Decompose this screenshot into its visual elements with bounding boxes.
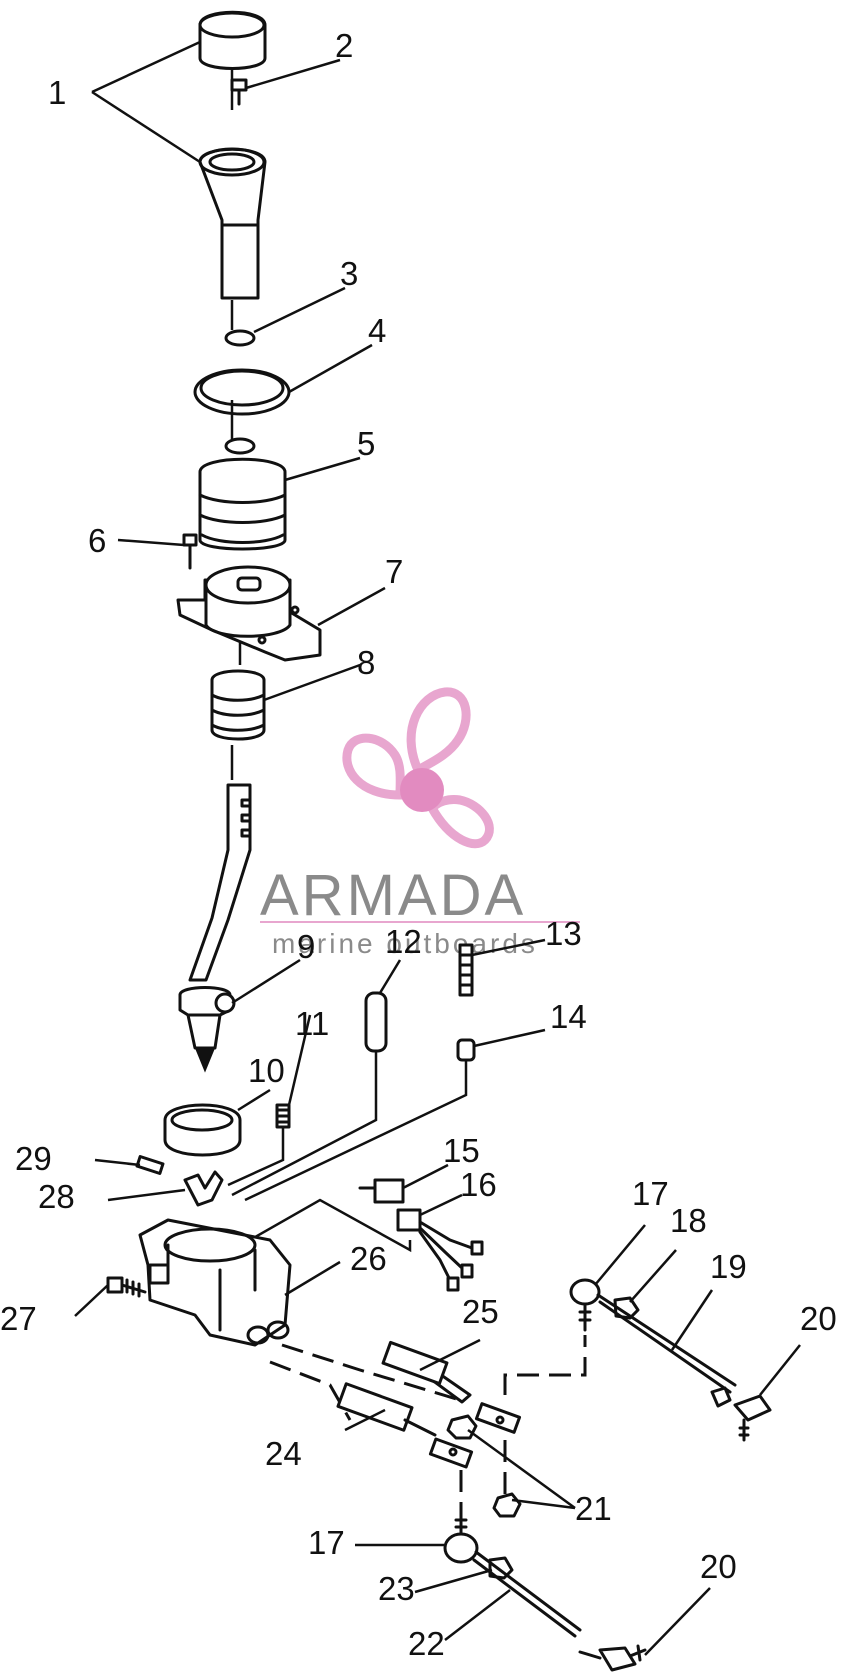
callout-25: 25 bbox=[462, 1293, 499, 1330]
part-2-screw bbox=[230, 78, 248, 106]
part-19-upper-rod bbox=[596, 1293, 737, 1394]
wire-routing bbox=[227, 1051, 468, 1253]
callout-17-lower: 17 bbox=[308, 1524, 345, 1561]
callout-19: 19 bbox=[710, 1248, 747, 1285]
callout-1: 1 bbox=[48, 74, 66, 111]
part-15-switch bbox=[358, 1178, 405, 1204]
callout-15: 15 bbox=[443, 1132, 480, 1169]
part-3-ring bbox=[224, 329, 256, 347]
callout-9: 9 bbox=[297, 928, 315, 965]
callout-20-lower: 20 bbox=[700, 1548, 737, 1585]
part-16-wire-harness bbox=[396, 1208, 484, 1292]
callout-26: 26 bbox=[350, 1240, 387, 1277]
part-17-upper-rod-end bbox=[569, 1278, 601, 1332]
callout-27: 27 bbox=[0, 1300, 37, 1337]
leader-lines bbox=[74, 40, 801, 1656]
part-26-housing bbox=[138, 1218, 292, 1347]
part-10-collar bbox=[163, 1103, 242, 1157]
callout-6: 6 bbox=[88, 522, 106, 559]
callout-3: 3 bbox=[340, 255, 358, 292]
part-8-bushing bbox=[210, 669, 266, 741]
watermark-brand: ARMADA bbox=[260, 863, 526, 928]
callout-20-upper: 20 bbox=[800, 1300, 837, 1337]
part-22-lower-rod bbox=[472, 1550, 582, 1638]
part-28-detent bbox=[183, 1170, 224, 1207]
callout-29: 29 bbox=[15, 1140, 52, 1177]
part-11-spring bbox=[275, 1103, 291, 1129]
dash-housing-24 bbox=[269, 1360, 352, 1421]
part-27-bolt bbox=[106, 1276, 147, 1298]
callout-21: 21 bbox=[575, 1490, 612, 1527]
part-13-stud bbox=[458, 943, 474, 997]
callout-28: 28 bbox=[38, 1178, 75, 1215]
part-12-pin bbox=[364, 991, 388, 1053]
part-14-connector bbox=[456, 1038, 476, 1062]
callout-5: 5 bbox=[357, 425, 375, 462]
callout-2: 2 bbox=[335, 27, 353, 64]
watermark-tagline: marine outboards bbox=[272, 928, 538, 959]
callout-13: 13 bbox=[545, 915, 582, 952]
part-1-handle-knob bbox=[198, 10, 267, 300]
callout-17-upper: 17 bbox=[632, 1175, 669, 1212]
part-20-upper-ball-joint bbox=[710, 1386, 772, 1442]
callout-23: 23 bbox=[378, 1570, 415, 1607]
watermark: ARMADA marine outboards bbox=[260, 687, 580, 959]
part-5-boot bbox=[198, 437, 287, 551]
part-29-pin bbox=[135, 1155, 165, 1175]
callout-labels: 1 2 3 4 5 6 7 8 9 10 11 12 13 14 15 16 1… bbox=[0, 27, 837, 1662]
part-20-lower-ball-joint bbox=[578, 1644, 647, 1672]
callout-8: 8 bbox=[357, 644, 375, 681]
part-25-cable bbox=[381, 1340, 522, 1434]
callout-18: 18 bbox=[670, 1202, 707, 1239]
callout-10: 10 bbox=[248, 1052, 285, 1089]
part-7-base-plate bbox=[176, 565, 322, 662]
watermark-rule bbox=[260, 921, 580, 923]
callout-11: 11 bbox=[295, 1005, 329, 1042]
callout-12: 12 bbox=[385, 923, 422, 960]
part-6-screw bbox=[182, 533, 198, 570]
callout-4: 4 bbox=[368, 312, 386, 349]
dash-housing-25 bbox=[281, 1343, 461, 1402]
callout-14: 14 bbox=[550, 998, 587, 1035]
callout-16: 16 bbox=[460, 1166, 497, 1203]
callout-22: 22 bbox=[408, 1625, 445, 1662]
part-4-ring bbox=[193, 368, 291, 416]
part-9-shift-lever bbox=[178, 783, 252, 1073]
part-24-cable bbox=[336, 1382, 474, 1469]
propeller-icon bbox=[342, 687, 494, 849]
callout-7: 7 bbox=[385, 553, 403, 590]
callout-24: 24 bbox=[265, 1435, 302, 1472]
part-17-lower-rod-end bbox=[443, 1513, 479, 1564]
dash-25-17 bbox=[503, 1335, 587, 1500]
